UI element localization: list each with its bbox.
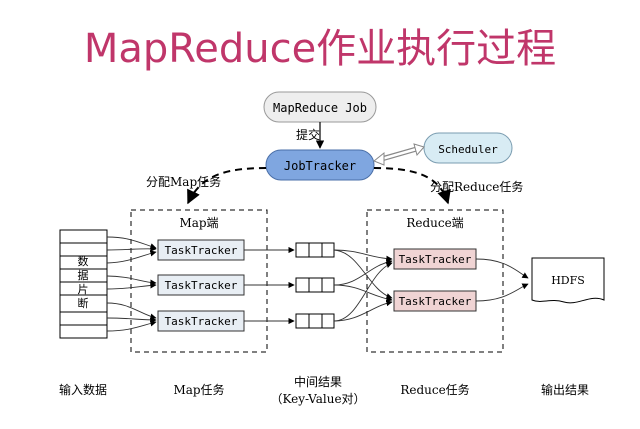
- map-tasktracker-1: TaskTracker: [157, 239, 245, 261]
- assign-reduce-label: 分配Reduce任务: [430, 179, 523, 194]
- split-char-2: 据: [78, 268, 89, 282]
- mapreduce-job-node: MapReduce Job: [263, 91, 377, 123]
- reduce-side-label: Reduce端: [406, 216, 463, 230]
- map-side-label: Map端: [179, 216, 218, 230]
- map-tasktracker-1-label: TaskTracker: [165, 244, 238, 257]
- map-tasktracker-3-label: TaskTracker: [165, 315, 238, 328]
- jobtracker-node: JobTracker: [265, 149, 375, 181]
- assign-reduce-arrow: [373, 167, 451, 205]
- jobtracker-scheduler-link: [373, 143, 425, 166]
- input-data-splits: 数 据 片 断: [59, 229, 108, 339]
- map-side-box: [130, 209, 268, 353]
- reduce-side-box: [366, 209, 504, 353]
- bottom-label-reduce-task: Reduce任务: [400, 382, 469, 397]
- reduce-tasktracker-2: TaskTracker: [393, 290, 477, 312]
- reduce-tasktracker-1-label: TaskTracker: [399, 253, 472, 266]
- bottom-label-output: 输出结果: [541, 382, 589, 397]
- scheduler-label: Scheduler: [438, 143, 498, 156]
- intermediate-kv-3: [295, 313, 335, 329]
- intermediate-kv-1: [295, 242, 335, 258]
- assign-map-arrow: [187, 167, 267, 205]
- jobtracker-label: JobTracker: [284, 159, 356, 173]
- map-to-intermediate-arrows: [244, 246, 295, 325]
- assign-map-label: 分配Map任务: [146, 174, 221, 189]
- bottom-label-intermediate-sub: （Key-Value对）: [270, 392, 365, 406]
- scheduler-node: Scheduler: [423, 132, 513, 164]
- map-tasktracker-2: TaskTracker: [157, 274, 245, 296]
- bottom-label-intermediate: 中间结果: [294, 374, 342, 389]
- hdfs-label: HDFS: [551, 274, 585, 287]
- intermediate-kv-2: [295, 277, 335, 293]
- split-char-3: 片: [78, 283, 89, 296]
- submit-label: 提交: [296, 127, 320, 142]
- mapreduce-job-label: MapReduce Job: [273, 101, 367, 115]
- map-tasktracker-2-label: TaskTracker: [165, 279, 238, 292]
- split-char-1: 数: [78, 255, 89, 268]
- map-tasktracker-3: TaskTracker: [157, 310, 245, 332]
- hdfs-node: HDFS: [531, 257, 605, 304]
- reduce-to-hdfs-arrows: [475, 258, 529, 302]
- bottom-label-map-task: Map任务: [173, 382, 224, 397]
- input-to-map-arrows: [106, 236, 157, 332]
- slide-title: MapReduce作业执行过程: [83, 26, 557, 72]
- reduce-tasktracker-1: TaskTracker: [393, 248, 477, 270]
- bottom-label-input: 输入数据: [59, 382, 107, 397]
- shuffle-arrows: [333, 249, 393, 322]
- split-char-4: 断: [78, 296, 89, 310]
- reduce-tasktracker-2-label: TaskTracker: [399, 295, 472, 308]
